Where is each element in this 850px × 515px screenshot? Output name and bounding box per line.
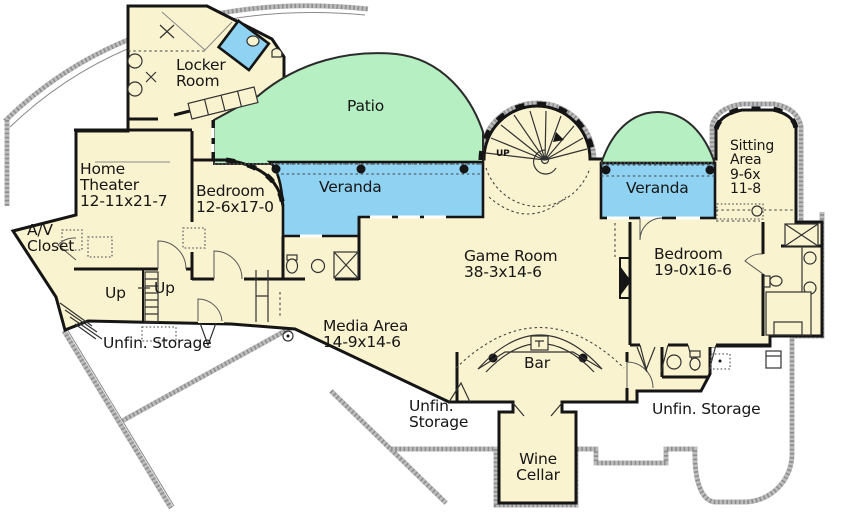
column-dot — [356, 164, 366, 174]
toilet-tank — [763, 275, 771, 288]
double-door-flaps — [639, 344, 669, 373]
overhead-bridge-lines — [255, 270, 269, 322]
diagonal-wall-center-speckle — [329, 389, 448, 505]
patio-shape — [213, 52, 484, 165]
fixtures — [61, 24, 819, 371]
column-dot — [459, 164, 469, 174]
door-flap — [199, 322, 217, 347]
door-arc — [57, 237, 77, 261]
tower-windows — [478, 101, 596, 161]
sink-icon — [666, 354, 682, 370]
toilet-icon — [246, 35, 260, 47]
stair-rungs — [145, 278, 158, 315]
bottom-foundation-speckle — [391, 212, 825, 508]
bench-dividers — [203, 90, 243, 116]
door-arc — [744, 253, 764, 275]
bar-soffit-dash — [455, 327, 625, 369]
door-arc — [197, 298, 223, 322]
bath-walls — [281, 217, 361, 281]
dashed-borders — [95, 11, 794, 322]
floor-drain — [282, 330, 294, 342]
column-dot — [705, 165, 715, 175]
door-arc — [639, 217, 663, 241]
locker-pool-entry — [216, 18, 271, 72]
toilet-icon — [689, 357, 701, 371]
cabinet-dotted — [141, 326, 177, 342]
stair-curl — [533, 149, 557, 175]
water-heater — [765, 350, 782, 369]
door-arc — [213, 250, 243, 280]
spiral-staircase — [485, 110, 588, 175]
closet-shelf — [773, 321, 803, 336]
shower-x-icon — [333, 251, 359, 279]
diagonal-wall-left-speckle — [62, 329, 173, 510]
patio-veranda-border — [214, 162, 715, 165]
column-dot — [271, 164, 281, 174]
door-arc — [157, 240, 187, 270]
counter-dotted — [716, 203, 764, 220]
shower-x-icon — [159, 24, 175, 39]
stairs-up — [59, 271, 159, 340]
wall-segment — [660, 345, 708, 379]
fireplace-wedge — [620, 266, 631, 296]
floor-drain-dot — [286, 334, 290, 338]
stair-flight — [144, 271, 159, 323]
locker-bench — [187, 86, 259, 120]
diagonal-wall-left-edge — [66, 328, 175, 507]
toilet-icon — [285, 258, 299, 274]
toilet-icon — [769, 275, 783, 287]
stair-treads-diagonal — [59, 302, 103, 340]
foundation-outlines — [3, 3, 825, 510]
sink-icon — [310, 258, 326, 274]
wall-curved — [225, 158, 285, 207]
columns — [271, 164, 715, 363]
equipment-dotted — [61, 229, 83, 251]
stair-treads — [485, 110, 588, 161]
washer-icon — [127, 53, 143, 69]
wine-cellar-door-flaps — [512, 402, 563, 417]
bar-back-counter — [477, 351, 603, 370]
doors — [57, 217, 764, 417]
utility-dot — [718, 359, 722, 363]
sitting-bay-speckle — [709, 101, 804, 222]
toilet-tank — [689, 350, 701, 358]
sink-icon — [271, 48, 283, 58]
dryer-icon — [127, 81, 143, 97]
closet-box — [765, 291, 812, 336]
bar-counter-outer — [477, 334, 603, 370]
wall-segment — [173, 109, 191, 117]
sitting-bay-windows — [713, 106, 799, 130]
bar-sink-faucet — [535, 340, 544, 347]
closet-rod-lines — [161, 11, 233, 51]
patio-small-shape — [599, 110, 717, 165]
cabinet-dotted — [182, 227, 206, 249]
equipment-dotted — [87, 236, 113, 258]
game-room-arc-dash — [488, 196, 567, 215]
diagonal-wall-left — [61, 329, 174, 510]
sink-icon — [751, 205, 763, 217]
veranda-right-shape — [599, 161, 717, 220]
tower-lower-dash — [485, 167, 591, 207]
diagonal-wall-lower — [120, 323, 296, 424]
column-dot — [601, 165, 611, 175]
door-flap — [448, 381, 471, 403]
stair-direction-arrow — [553, 132, 564, 142]
stair-newel — [540, 155, 550, 165]
sink-icon — [803, 251, 817, 265]
fan-x-icon — [145, 71, 157, 83]
bar-counter — [455, 327, 625, 373]
shower-x-icon — [784, 223, 819, 247]
